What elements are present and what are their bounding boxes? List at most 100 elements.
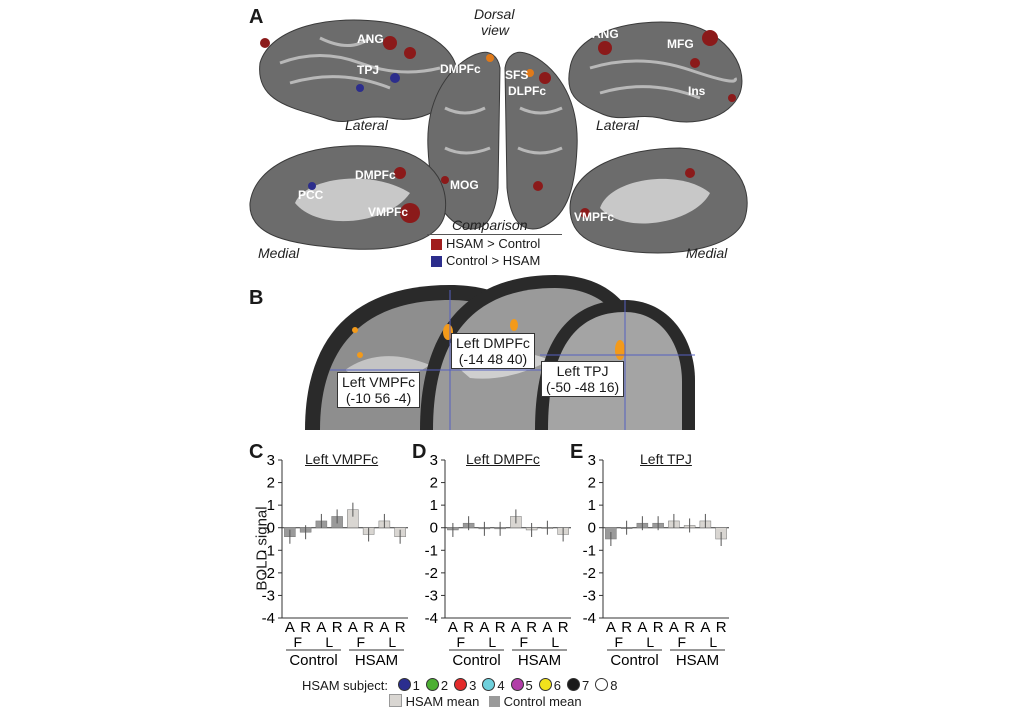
coord-box-vmpfc: Left VMPFc (-10 56 -4) [337,372,421,408]
chart-1-pair-label-0: F [456,634,465,650]
right-medial-brain-image [569,147,748,254]
comparison-legend-title: Comparison [452,217,528,233]
chart-0-cat-label-4: A [348,619,358,636]
control-mean-label: Control mean [503,694,582,709]
coord-box-tpj: Left TPJ (-50 -48 16) [541,361,625,397]
dorsal-view-label-line2: view [481,22,510,38]
dorsal-view-brain-image [427,51,578,230]
control-mean-swatch [488,696,500,707]
chart-2-ytick-label: -2 [583,565,596,582]
subject-6-label: 6 [553,678,562,693]
coord-box-tpj-coords: (-50 -48 16) [546,379,620,395]
chart-2-ytick-label: -4 [583,610,596,627]
chart-1-ytick-label: 2 [430,475,438,492]
chart-0-pair-label-3: L [388,634,396,650]
region-label-vmpfc-right: VMPFc [574,210,615,224]
chart-2-ytick-label: 2 [588,475,596,492]
region-label-ang-left: ANG [357,32,384,46]
chart-1-pair-label-1: L [488,634,496,650]
chart-0-ytick-label: -4 [262,610,275,627]
chart-1-ytick-label: 0 [430,520,438,537]
chart-2-group-label-0: Control [610,652,658,669]
subject-8-label: 8 [610,678,618,693]
chart-1-cat-label-5: R [526,619,537,636]
legend-label-control-gt-hsam: Control > HSAM [446,253,541,268]
chart-0-cat-label-5: R [363,619,374,636]
chart-1-cat-label-4: A [511,619,521,636]
chart-title-vmpfc: Left VMPFc [305,451,379,467]
region-label-mfg: MFG [667,37,694,51]
chart-1-cat-label-7: R [558,619,569,636]
hsam-subject-label: HSAM subject: [302,678,388,693]
region-label-vmpfc-left: VMPFc [368,205,409,219]
chart-0-ytick-label: -2 [262,565,275,582]
chart-1-ytick-label: 1 [430,497,438,514]
panel-e-letter: E [570,441,584,463]
legend-swatch-hsam-gt-control [431,239,442,250]
chart-0-cat-label-2: A [316,619,326,636]
chart-0-cat-label-7: R [395,619,406,636]
chart-1-ytick-label: -4 [425,610,438,627]
chart-2-cat-label-3: R [653,619,664,636]
chart-2-pair-label-0: F [614,634,623,650]
chart-0-group-label-1: HSAM [355,652,398,669]
chart-1-ytick-label: 3 [430,452,438,469]
region-label-sfs: SFS [505,68,529,82]
chart-0-cat-label-0: A [285,619,295,636]
coord-box-dmpfc: Left DMPFc (-14 48 40) [451,333,535,369]
region-label-ang-right: ANG [592,27,619,41]
chart-0-ytick-label: 1 [267,497,275,514]
panel-d-letter: D [412,441,427,463]
region-label-pcc: PCC [298,188,324,202]
chart-2-pair-label-2: F [677,634,686,650]
chart-2-ytick-label: -3 [583,587,596,604]
region-label-dmpfc-medial: DMPFc [355,168,396,182]
chart-0-ytick-label: 3 [267,452,275,469]
chart-2-cat-label-6: A [700,619,710,636]
subject-5-dot [510,678,524,691]
chart-0-group-label-0: Control [289,652,337,669]
hsam-mean-label: HSAM mean [405,694,480,709]
chart-1-pair-label-3: L [551,634,559,650]
coord-box-dmpfc-coords: (-14 48 40) [458,351,528,367]
region-label-ins: Ins [688,84,706,98]
chart-0-ytick-label: 0 [267,520,275,537]
chart-1-group-label-1: HSAM [518,652,561,669]
subject-6-dot [538,678,552,691]
chart-1-ytick-label: -2 [425,565,438,582]
subject-8-dot [595,678,609,691]
panel-a-letter: A [249,6,264,28]
chart-2-cat-label-4: A [669,619,679,636]
chart-1-ytick-label: -1 [425,542,438,559]
chart-2-cat-label-5: R [684,619,695,636]
subject-4-label: 4 [497,678,505,693]
subject-1-label: 1 [412,678,420,693]
view-label-lateral-right: Lateral [596,117,639,133]
subject-1-dot [397,678,411,691]
left-lateral-brain-image [259,19,458,122]
dorsal-view-label-line1: Dorsal [474,6,515,22]
coord-box-vmpfc-region: Left VMPFc [342,374,416,390]
hsam-mean-swatch [389,694,402,707]
comparison-legend-divider [427,234,562,235]
chart-2-cat-label-2: A [637,619,647,636]
subject-3-dot [454,678,468,691]
right-lateral-brain-image [568,21,743,123]
chart-0-ytick-label: -1 [262,542,275,559]
chart-2-cat-label-7: R [716,619,727,636]
chart-title-tpj: Left TPJ [640,451,692,467]
subject-3-label: 3 [469,678,477,693]
region-label-mog: MOG [450,178,479,192]
chart-1-ytick-label: -3 [425,587,438,604]
chart-0-cat-label-6: A [379,619,389,636]
chart-0-cat-label-1: R [300,619,311,636]
region-label-dmpfc-dorsal: DMPFc [440,62,481,76]
left-medial-brain-image [249,145,447,250]
subject-7-label: 7 [582,678,590,693]
chart-0-pair-label-2: F [356,634,365,650]
subject-2-label: 2 [440,678,449,693]
chart-0-ytick-label: 2 [267,475,275,492]
chart-2-pair-label-1: L [646,634,654,650]
